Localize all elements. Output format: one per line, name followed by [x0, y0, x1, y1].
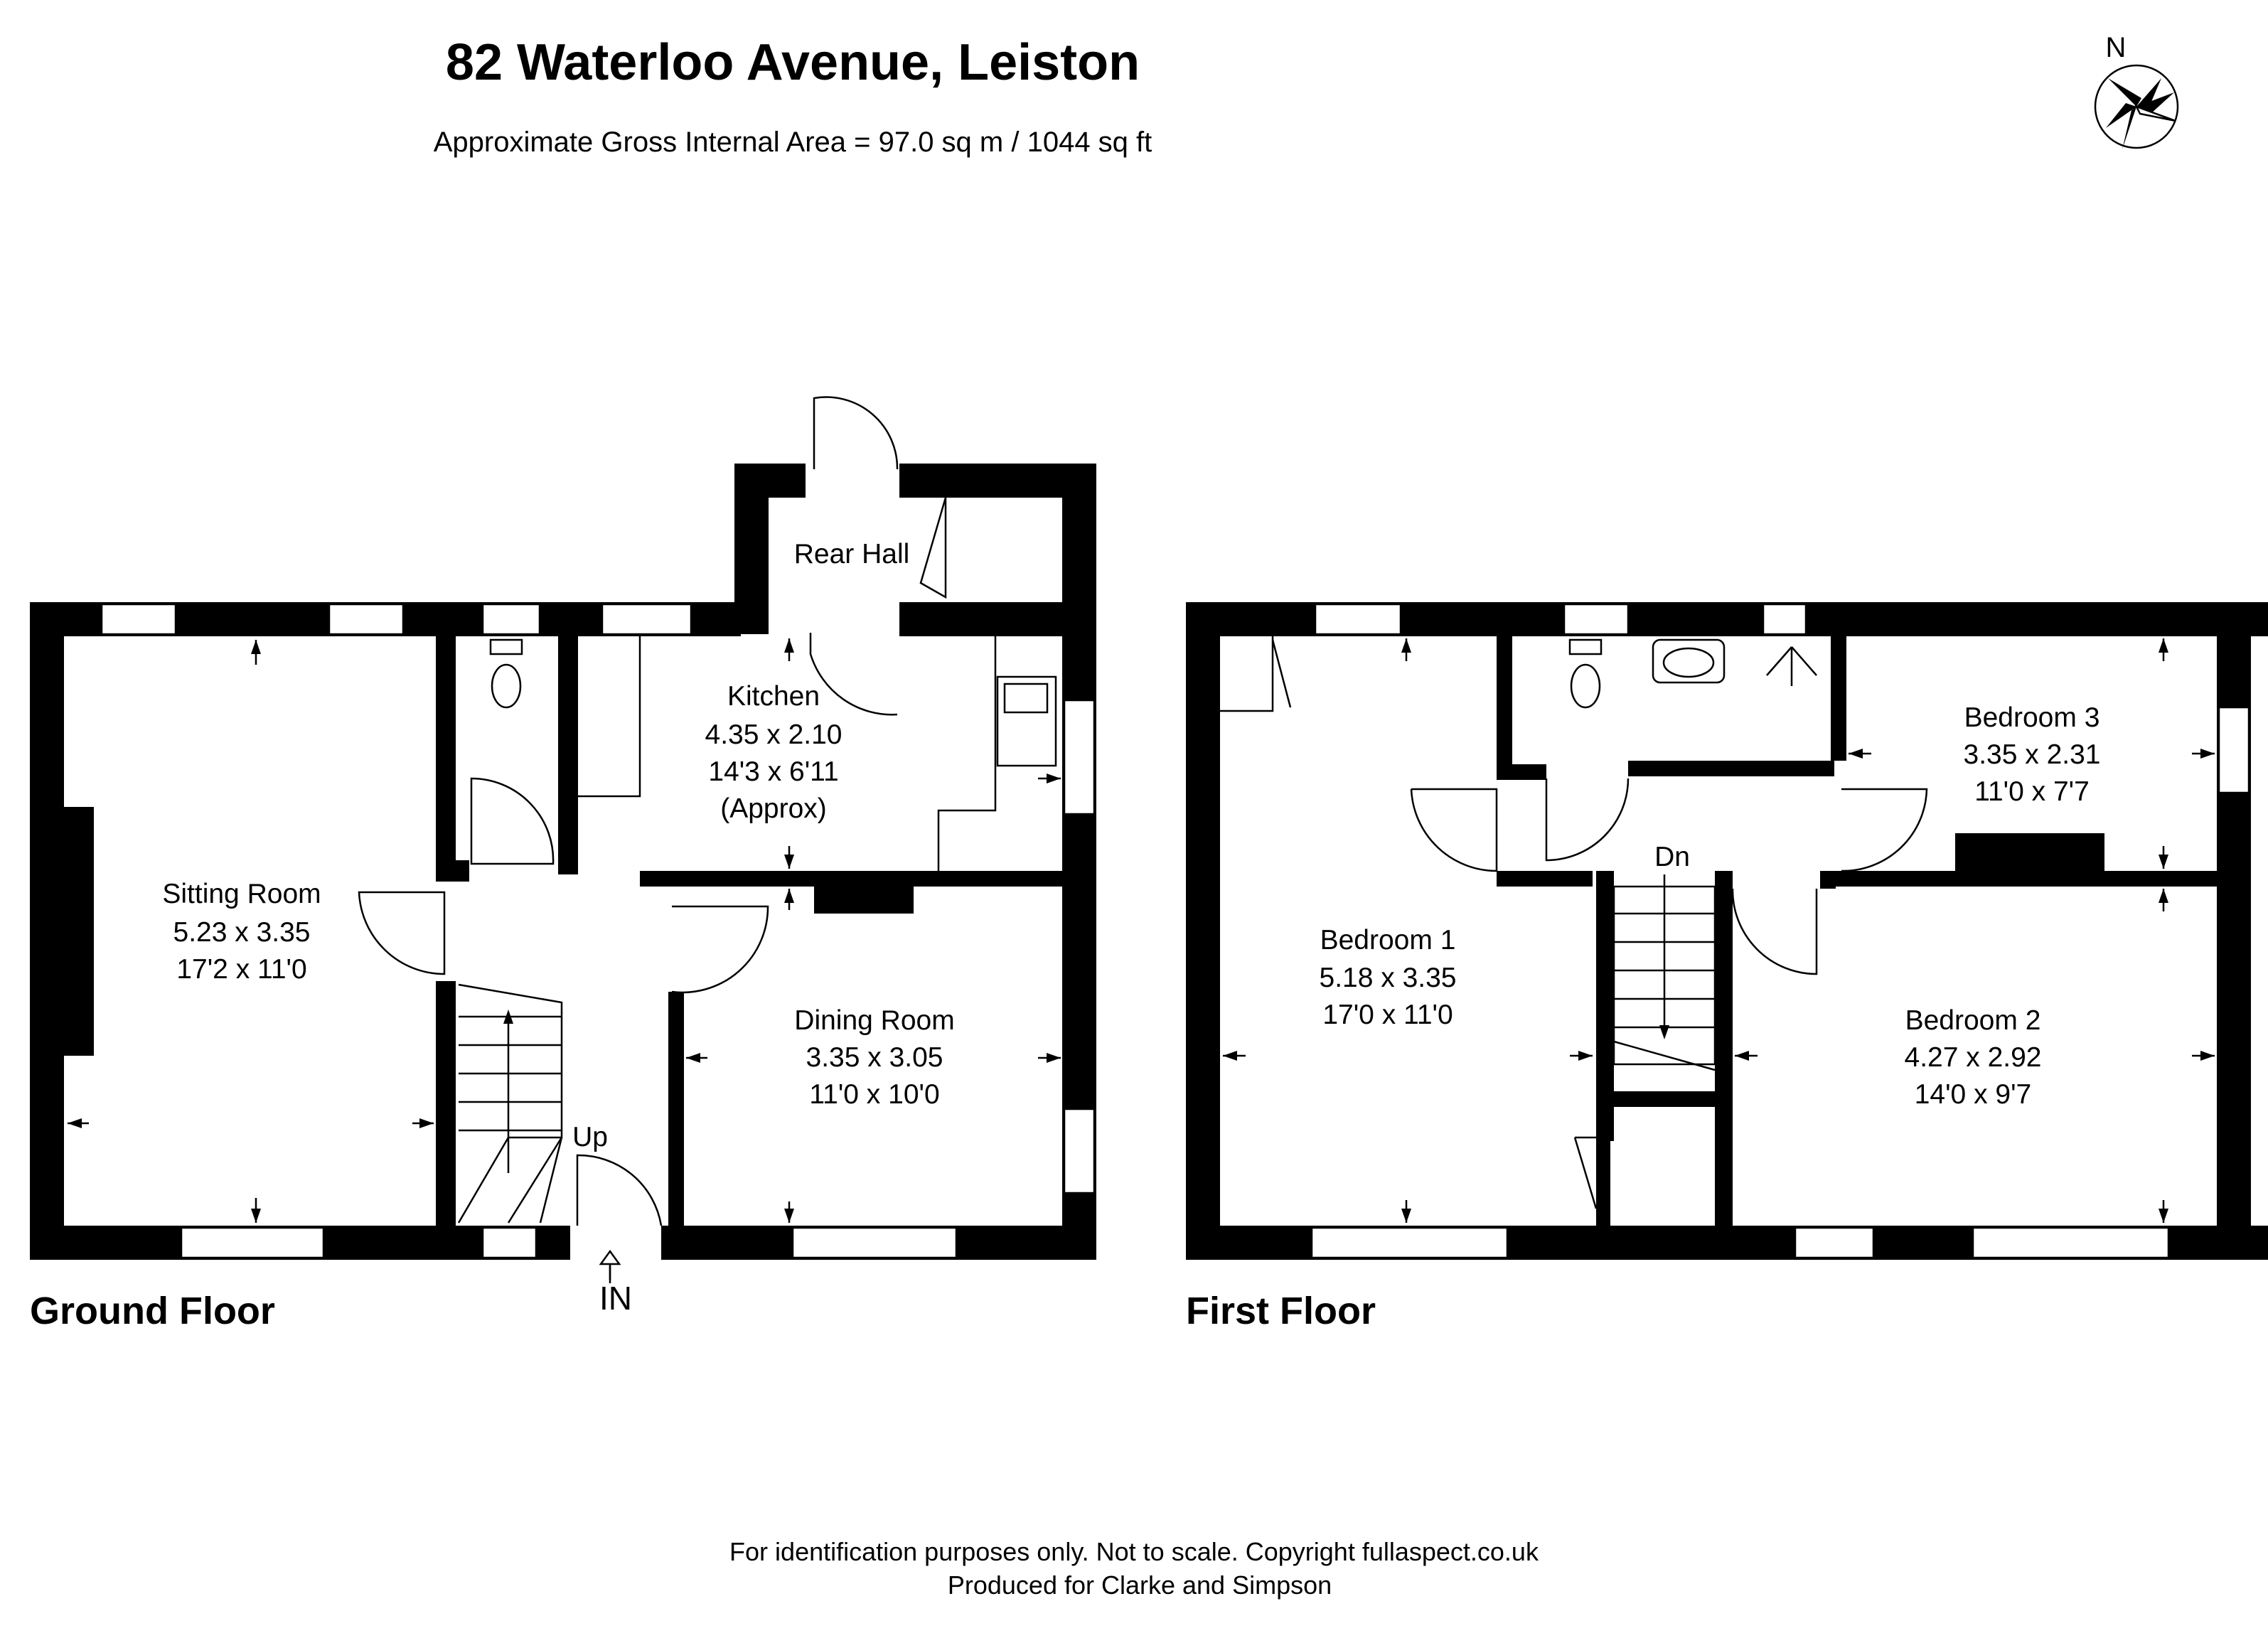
kitchen-name: Kitchen — [727, 681, 820, 712]
sitting-room-name: Sitting Room — [162, 879, 321, 909]
sitting-room-metric: 5.23 x 3.35 — [173, 917, 311, 948]
dining-room-metric: 3.35 x 3.05 — [806, 1042, 943, 1073]
stairs-down — [1612, 874, 1716, 1071]
rear-hall-name: Rear Hall — [794, 539, 910, 569]
bedroom-2-name: Bedroom 2 — [1905, 1005, 2041, 1036]
sitting-room-imperial: 17'2 x 11'0 — [176, 954, 306, 985]
kitchen-imperial: 14'3 x 6'11 — [708, 756, 838, 787]
stairs-up — [457, 983, 563, 1224]
bedroom-2-imperial: 14'0 x 9'7 — [1915, 1079, 2032, 1110]
footer-producer: Produced for Clarke and Simpson — [948, 1570, 1332, 1600]
compass-rose-icon: N — [2094, 32, 2179, 149]
entrance-label: IN — [599, 1280, 632, 1317]
shower-icon — [1766, 646, 1817, 686]
first-floor-label: First Floor — [1186, 1290, 1376, 1332]
dining-room-imperial: 11'0 x 10'0 — [809, 1079, 939, 1110]
kitchen-metric: 4.35 x 2.10 — [705, 719, 843, 750]
stairs-up-label: Up — [572, 1122, 608, 1152]
bedroom-3-name: Bedroom 3 — [1964, 702, 2100, 733]
bedroom-1-name: Bedroom 1 — [1320, 925, 1456, 956]
entrance-arrow-icon — [599, 1249, 621, 1283]
bedroom-3-metric: 3.35 x 2.31 — [1964, 739, 2101, 770]
wc-icon — [1568, 638, 1603, 709]
plan-subtitle: Approximate Gross Internal Area = 97.0 s… — [434, 127, 1152, 158]
dining-room-name: Dining Room — [794, 1005, 954, 1036]
bedroom-2-metric: 4.27 x 2.92 — [1905, 1042, 2042, 1073]
wash-basin-icon — [1652, 638, 1726, 684]
compass-north-label: N — [2106, 32, 2127, 63]
footer-disclaimer: For identification purposes only. Not to… — [729, 1537, 1539, 1566]
bedroom-1-imperial: 17'0 x 11'0 — [1322, 1000, 1453, 1030]
first-floor-plan: Bedroom 1 5.18 x 3.35 17'0 x 11'0 Bedroo… — [1186, 602, 2268, 1332]
stairs-down-label: Dn — [1654, 842, 1690, 872]
plan-title: 82 Waterloo Avenue, Leiston — [446, 34, 1140, 91]
bedroom-3-imperial: 11'0 x 7'7 — [1974, 776, 2090, 807]
bedroom-1-metric: 5.18 x 3.35 — [1320, 963, 1457, 993]
ground-floor-plan: Sitting Room 5.23 x 3.35 17'2 x 11'0 Rea… — [30, 396, 1096, 1332]
ground-floor-label: Ground Floor — [30, 1290, 275, 1332]
kitchen-note: (Approx) — [720, 793, 827, 824]
